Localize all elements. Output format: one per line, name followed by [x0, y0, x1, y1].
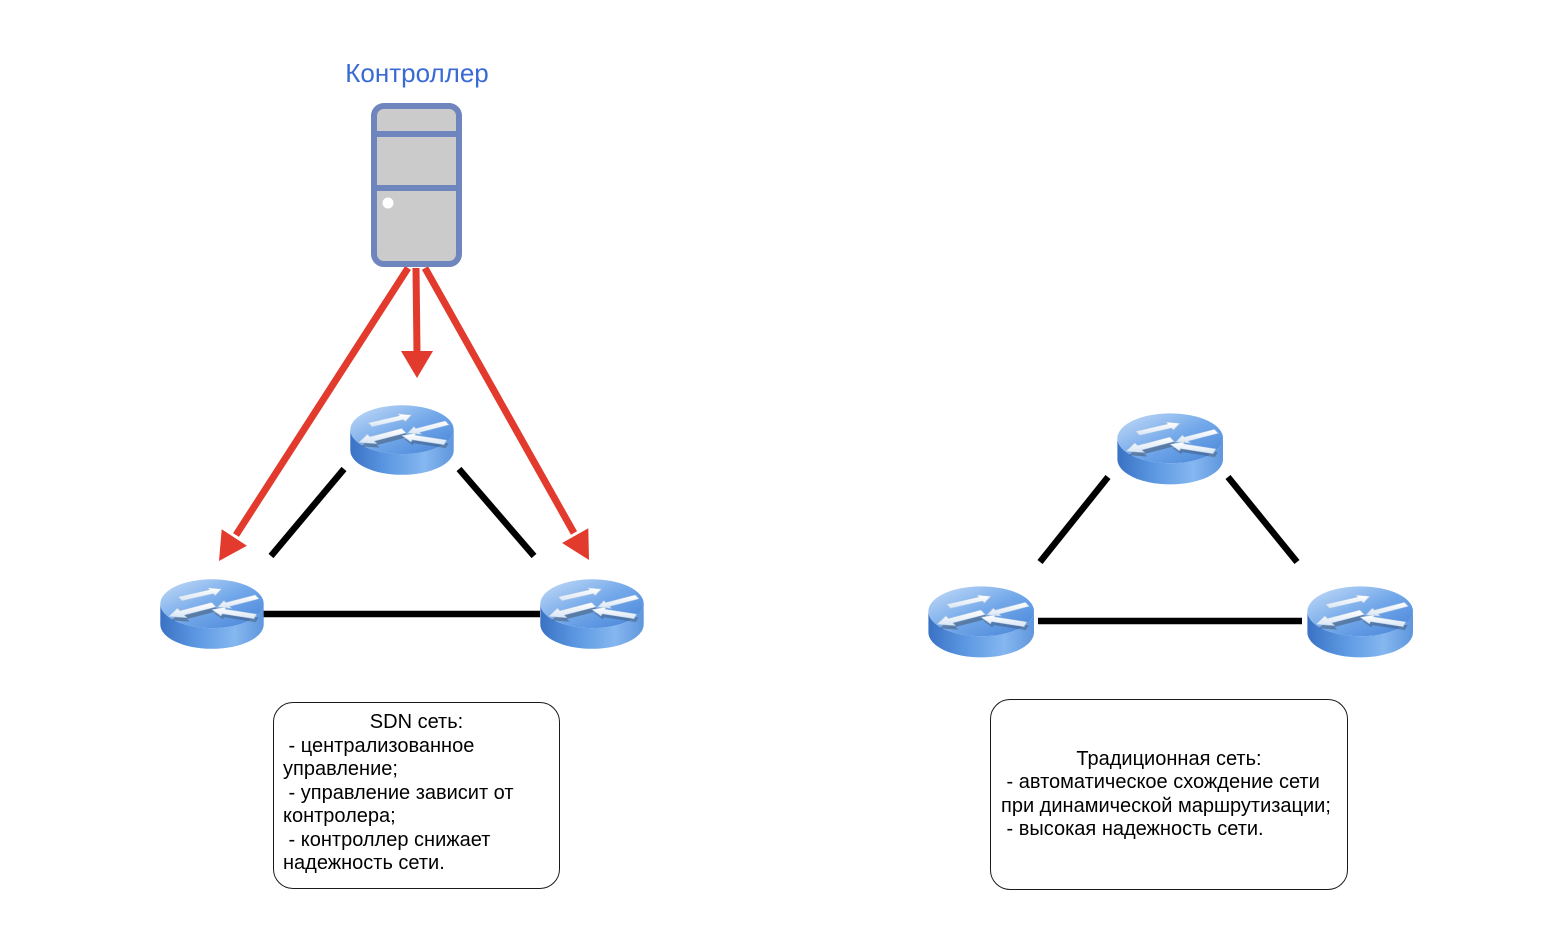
control-arrow	[412, 267, 421, 354]
control-arrow	[421, 266, 578, 535]
router-icon	[539, 578, 645, 650]
note-title: SDN сеть:	[369, 711, 464, 733]
controller-label: Контроллер	[345, 58, 489, 88]
control-arrow-head	[401, 351, 433, 378]
sdn-network-links	[263, 466, 540, 618]
router-icon	[1116, 412, 1224, 485]
note-line: при динамической маршрутизации;	[1001, 794, 1331, 817]
note-line: контролера;	[283, 805, 396, 827]
router-icon	[349, 404, 455, 476]
traditional-network-links	[1037, 474, 1302, 625]
note-line: надежность сети.	[283, 852, 445, 874]
note-line: - контроллер снижает	[283, 828, 491, 851]
router-icon	[1306, 585, 1414, 658]
note-line: - высокая надежность сети.	[1001, 818, 1264, 840]
router-icon	[927, 585, 1035, 658]
traditional-note-box: Традиционная сеть: - автоматическое схож…	[990, 699, 1348, 890]
link-line	[456, 466, 537, 559]
note-line: - автоматическое схождение сети	[1001, 771, 1320, 793]
note-line: - централизованное	[283, 734, 475, 757]
link-line	[1225, 474, 1300, 565]
note-line: управление;	[283, 758, 398, 780]
sdn-note-box: SDN сеть: - централизованное управление;…	[273, 702, 560, 889]
link-line	[1037, 474, 1111, 565]
note-line: - управление зависит от	[283, 781, 514, 804]
router-icon	[159, 578, 265, 650]
control-arrow-head	[219, 529, 247, 561]
controller-arrows	[219, 266, 589, 561]
control-arrow	[233, 266, 411, 537]
link-line	[268, 466, 347, 559]
note-title: Традиционная сеть:	[1076, 747, 1262, 770]
control-arrow-head	[562, 528, 589, 560]
server-tower-icon	[371, 103, 462, 267]
